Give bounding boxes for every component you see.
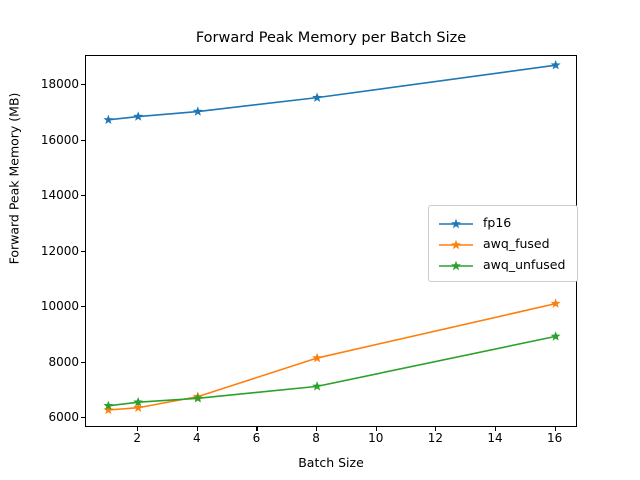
- data-point-marker: [550, 298, 561, 308]
- series-awq_fused: [103, 298, 561, 415]
- x-tick-mark: [495, 427, 497, 431]
- y-tick-mark: [81, 84, 85, 86]
- x-tick-label: 16: [546, 431, 563, 445]
- legend-marker-icon: [437, 258, 475, 272]
- series-line: [107, 335, 557, 407]
- data-point-marker: [133, 396, 144, 407]
- series-awq_unfused: [103, 331, 561, 410]
- x-tick-label: 12: [427, 431, 443, 445]
- y-tick-mark: [81, 361, 85, 363]
- y-tick-mark: [81, 417, 85, 419]
- data-point-marker: [103, 114, 114, 125]
- y-tick-mark: [81, 306, 85, 308]
- data-point-marker: [103, 404, 114, 415]
- x-axis-tick-labels: 2 4 6 8 10 12 14 16: [0, 431, 640, 449]
- series-line: [107, 64, 557, 121]
- x-tick-label: 14: [487, 431, 503, 445]
- legend-marker-icon: [437, 216, 475, 230]
- x-tick-mark: [137, 427, 139, 431]
- x-tick-label: 4: [192, 431, 201, 445]
- x-tick-label: 2: [133, 431, 141, 445]
- chart-title: Forward Peak Memory per Batch Size: [195, 30, 467, 46]
- legend-item-awq_fused[interactable]: awq_fused: [437, 233, 569, 254]
- y-tick-mark: [81, 250, 85, 252]
- data-point-marker: [550, 59, 561, 70]
- series-line: [107, 302, 557, 411]
- y-tick-label: 6000: [48, 410, 79, 425]
- data-point-marker: [550, 331, 561, 341]
- data-point-marker: [312, 381, 323, 391]
- plot-lines: [103, 59, 561, 415]
- legend-marker-icon: [437, 237, 475, 251]
- y-tick-label: 18000: [40, 77, 79, 92]
- data-point-marker: [312, 92, 323, 102]
- data-point-marker: [133, 402, 144, 412]
- legend-label: awq_fused: [483, 236, 550, 251]
- series-fp16: [103, 59, 561, 125]
- x-tick-mark: [435, 427, 437, 431]
- x-tick-label: 8: [312, 431, 320, 445]
- y-tick-mark: [81, 195, 85, 197]
- y-tick-label: 12000: [40, 243, 79, 258]
- data-point-marker: [192, 106, 203, 116]
- legend-label: awq_unfused: [483, 257, 566, 272]
- x-tick-mark: [554, 427, 556, 431]
- legend-item-fp16[interactable]: fp16: [437, 212, 569, 233]
- data-point-marker: [133, 111, 144, 121]
- y-tick-label: 8000: [48, 354, 79, 369]
- y-tick-label: 14000: [40, 188, 79, 203]
- data-point-marker: [312, 352, 323, 363]
- legend-item-awq_unfused[interactable]: awq_unfused: [437, 254, 569, 275]
- y-axis-label: Forward Peak Memory (MB): [6, 92, 22, 265]
- x-tick-mark: [375, 427, 377, 431]
- x-tick-mark: [196, 427, 198, 431]
- y-tick-label: 10000: [40, 299, 79, 314]
- data-point-marker: [192, 393, 203, 403]
- chart-legend: fp16 awq_fused awq_unfused: [428, 205, 578, 282]
- x-axis-label: Batch Size: [298, 455, 364, 470]
- x-tick-mark: [316, 427, 318, 431]
- x-tick-label: 6: [252, 431, 261, 445]
- legend-label: fp16: [483, 215, 512, 230]
- x-tick-mark: [256, 427, 258, 431]
- data-point-marker: [103, 400, 114, 410]
- y-axis-tick-labels: 6000 8000 10000 12000 14000 16000 18000: [27, 55, 79, 427]
- x-tick-label: 10: [368, 431, 384, 445]
- y-tick-mark: [81, 139, 85, 141]
- y-tick-label: 16000: [40, 132, 79, 147]
